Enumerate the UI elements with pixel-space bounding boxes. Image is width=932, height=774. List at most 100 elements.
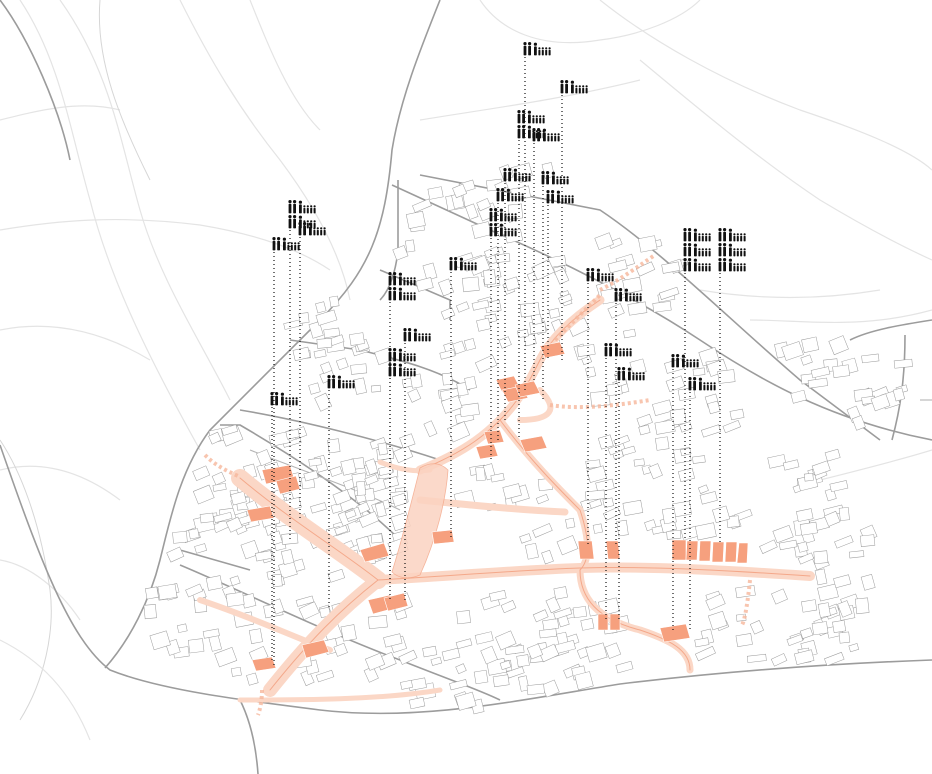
people-group-icon [523, 42, 551, 56]
building [340, 458, 357, 476]
building [636, 413, 653, 428]
building [427, 186, 444, 200]
building [801, 599, 818, 613]
building [213, 511, 233, 523]
building [256, 449, 273, 467]
building [694, 645, 716, 662]
building [811, 621, 829, 636]
building [502, 483, 522, 500]
building [811, 460, 831, 476]
building [572, 606, 587, 619]
building [230, 490, 247, 506]
building [532, 523, 553, 538]
building [188, 638, 205, 654]
building [455, 663, 467, 675]
building [300, 669, 315, 687]
building [813, 550, 829, 565]
people-group-icon [718, 228, 746, 242]
building [412, 198, 432, 213]
building [214, 647, 238, 668]
building [498, 336, 512, 349]
building [455, 691, 477, 711]
building [694, 522, 717, 541]
building [308, 321, 324, 339]
building [438, 278, 455, 297]
building [353, 377, 367, 395]
building [313, 349, 327, 359]
building [400, 679, 413, 690]
building [585, 642, 608, 663]
building [648, 463, 663, 480]
building [456, 610, 471, 625]
building [333, 642, 348, 657]
building [440, 307, 456, 320]
building [463, 338, 477, 351]
building [270, 530, 283, 545]
building [556, 535, 579, 556]
building [483, 269, 497, 286]
building [781, 341, 804, 361]
building [364, 474, 379, 486]
building [794, 649, 815, 665]
building [810, 366, 831, 379]
building [553, 586, 568, 600]
building [330, 502, 343, 514]
building [666, 530, 682, 540]
building [531, 259, 555, 281]
building [474, 354, 498, 374]
building [592, 523, 603, 534]
building [532, 609, 549, 623]
building [697, 484, 709, 494]
building [176, 623, 188, 633]
building [483, 246, 500, 259]
building [212, 482, 227, 492]
building [607, 259, 628, 274]
leader-lines [271, 57, 721, 665]
central-plaza [391, 463, 449, 579]
building [316, 337, 333, 349]
building [834, 535, 854, 549]
building [315, 669, 335, 683]
building [225, 516, 243, 533]
building [423, 420, 438, 438]
building [586, 465, 607, 483]
building [229, 575, 241, 586]
building [770, 653, 788, 667]
building [408, 696, 426, 710]
building [585, 459, 601, 469]
building [504, 644, 525, 655]
building [749, 620, 764, 635]
building [405, 239, 416, 253]
building [824, 510, 841, 527]
people-group-icon [604, 343, 632, 357]
building [143, 604, 157, 620]
building [480, 645, 498, 665]
building [344, 509, 357, 520]
building [519, 533, 532, 544]
building [824, 448, 841, 462]
building [717, 369, 736, 384]
building [327, 438, 341, 454]
building [837, 600, 853, 618]
building [248, 628, 263, 644]
building [542, 618, 560, 631]
building [255, 550, 273, 562]
building [824, 651, 845, 667]
building [584, 489, 606, 501]
building [607, 442, 626, 456]
building [524, 542, 539, 560]
building [364, 652, 386, 671]
building [308, 382, 321, 395]
building [796, 508, 814, 522]
building [208, 634, 222, 652]
building [374, 501, 387, 518]
building [790, 389, 807, 404]
people-group-icon [718, 243, 746, 257]
building [476, 198, 492, 212]
building [729, 408, 745, 421]
building [553, 607, 573, 620]
building [677, 386, 696, 401]
building [271, 573, 283, 587]
building [658, 286, 680, 300]
building [298, 312, 310, 324]
